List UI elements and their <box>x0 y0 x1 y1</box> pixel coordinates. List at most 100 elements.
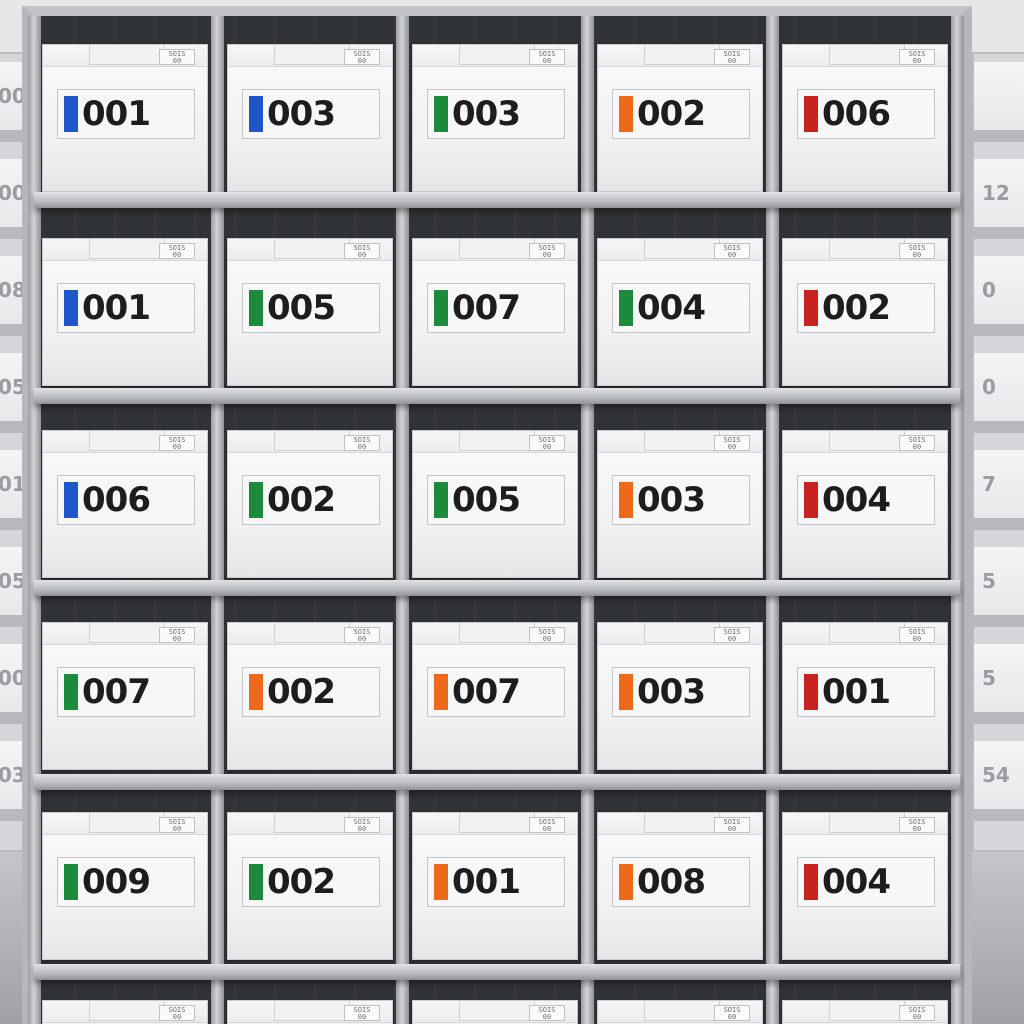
bin-small-tag-line: 00 <box>542 443 552 451</box>
bin-code: 002 <box>637 94 706 134</box>
color-swatch <box>434 96 448 132</box>
bin-small-tag-line: SOIS <box>723 50 741 58</box>
bin-handle[interactable] <box>644 1001 720 1021</box>
bin-handle[interactable] <box>459 813 535 833</box>
bin-small-tag-line: SOIS <box>353 1006 371 1014</box>
bin-handle[interactable] <box>274 431 350 451</box>
background-bin: 54 <box>974 741 1024 821</box>
bin-label: 007 <box>57 667 195 717</box>
bin-handle[interactable] <box>89 45 165 65</box>
bin-code: 006 <box>822 94 891 134</box>
bin-handle[interactable] <box>829 431 905 451</box>
bin-handle[interactable] <box>459 431 535 451</box>
bin-handle[interactable] <box>644 623 720 643</box>
bin-handle[interactable] <box>274 813 350 833</box>
bin-label: 009 <box>57 857 195 907</box>
bin-code: 005 <box>452 480 521 520</box>
bin-handle[interactable] <box>274 623 350 643</box>
bin-label: 003 <box>242 89 380 139</box>
color-swatch <box>64 674 78 710</box>
bin-handle[interactable] <box>89 239 165 259</box>
bin-handle[interactable] <box>829 1001 905 1021</box>
color-swatch <box>804 482 818 518</box>
background-bin: 0 <box>974 353 1024 433</box>
bin-small-tag-line: SOIS <box>538 436 556 444</box>
bin-handle[interactable] <box>829 813 905 833</box>
color-swatch <box>434 864 448 900</box>
bin-handle[interactable] <box>459 623 535 643</box>
bin-small-tag-line: 00 <box>172 251 182 259</box>
bin-handle[interactable] <box>459 1001 535 1021</box>
bin-handle[interactable] <box>829 623 905 643</box>
bin-small-tag-line: SOIS <box>723 1006 741 1014</box>
bin-small-tag-line: 00 <box>542 635 552 643</box>
bin-handle[interactable] <box>644 431 720 451</box>
bin-handle[interactable] <box>459 239 535 259</box>
bin-handle[interactable] <box>644 45 720 65</box>
bin-small-tag-line: SOIS <box>353 436 371 444</box>
bin-handle[interactable] <box>274 239 350 259</box>
color-swatch <box>804 864 818 900</box>
color-swatch <box>64 96 78 132</box>
bin-label: 004 <box>797 475 935 525</box>
bin-small-tag-line: 00 <box>727 1013 737 1021</box>
bin-handle[interactable] <box>644 239 720 259</box>
bin-code: 002 <box>267 480 336 520</box>
bin-handle[interactable] <box>829 239 905 259</box>
bin-handle[interactable] <box>829 45 905 65</box>
bin-label: 008 <box>612 857 750 907</box>
bin-handle[interactable] <box>89 431 165 451</box>
bin-handle[interactable] <box>459 45 535 65</box>
bin-handle[interactable] <box>644 813 720 833</box>
bin-small-tag-line: SOIS <box>723 244 741 252</box>
bin-handle[interactable] <box>274 1001 350 1021</box>
bin-handle[interactable] <box>89 813 165 833</box>
bin-label: 003 <box>612 475 750 525</box>
rack-upright <box>581 16 594 1024</box>
bin-small-tag-line: SOIS <box>538 50 556 58</box>
bin-code: 002 <box>267 862 336 902</box>
bin-handle[interactable] <box>89 623 165 643</box>
color-swatch <box>434 482 448 518</box>
bin-handle[interactable] <box>89 1001 165 1021</box>
bin-code: 001 <box>822 672 891 712</box>
bin-handle[interactable] <box>274 45 350 65</box>
bin-small-tag-line: SOIS <box>723 818 741 826</box>
